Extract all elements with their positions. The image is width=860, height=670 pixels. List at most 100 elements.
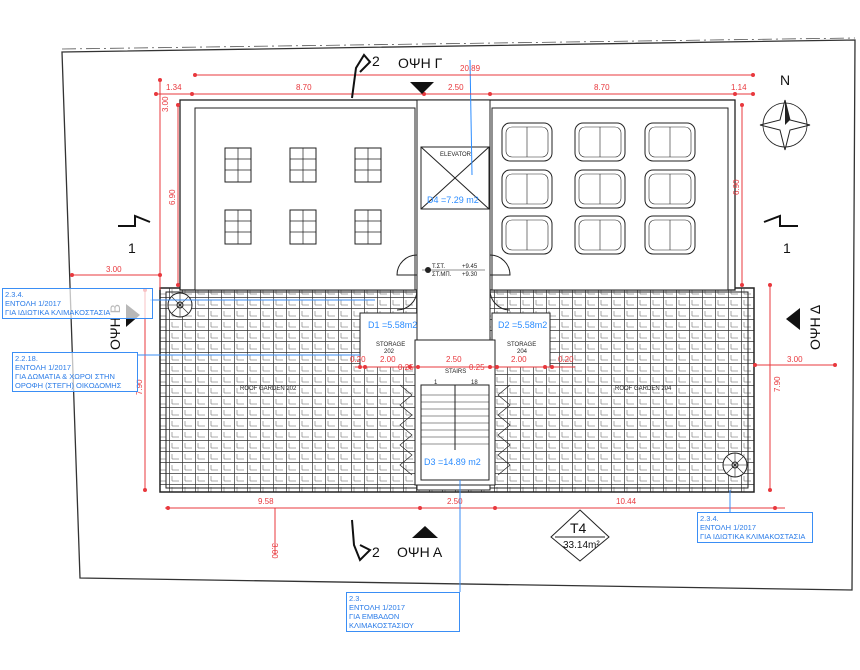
annotation-line: ΕΝΤΟΛΗ 1/2017 <box>700 523 757 532</box>
annotation-line: ΕΝΤΟΛΗ 1/2017 <box>5 299 62 308</box>
elevation-bottom-label: ΟΨΗ Α <box>397 544 443 560</box>
skylight-icon <box>644 169 696 209</box>
dim-storage-left-wall: 0.25 <box>398 363 414 372</box>
skylight-icon <box>354 147 382 183</box>
storage-204: D2 =5.58m2 STORAGE 204 <box>491 312 551 368</box>
skylight-icon <box>574 215 626 255</box>
section-2-label-bottom: 2 <box>372 544 380 560</box>
right-wing <box>491 107 729 291</box>
left-skylights <box>224 147 382 245</box>
skylight-icon <box>574 122 626 162</box>
right-skylights <box>501 122 696 255</box>
level-floor-label: ΣΤ.ΜΠ. <box>432 272 452 278</box>
skylight-icon <box>574 169 626 209</box>
dim-wing-height-left: 6.90 <box>168 189 177 205</box>
dim-bottom-left: 9.58 <box>258 497 274 506</box>
annotation-private-stairs-right: 2.3.4. ΕΝΤΟΛΗ 1/2017 ΓΙΑ ΙΔΙΩΤΙΚΑ ΚΛΙΜΑΚ… <box>697 512 813 543</box>
roof-garden-202-label: ROOF GARDEN 202 <box>240 386 297 392</box>
annotation-ref: 2.3. <box>349 594 362 603</box>
section-1-label-right: 1 <box>783 240 791 256</box>
skylight-icon <box>501 169 553 209</box>
dim-setback-right: 3.00 <box>787 355 803 364</box>
elevation-top-label: ΟΨΗ Γ <box>398 55 443 71</box>
dim-bottom-right: 10.44 <box>616 497 637 506</box>
storage-202: D1 =5.58m2 STORAGE 202 <box>359 312 418 368</box>
level-floor-value: +9.30 <box>462 272 478 278</box>
dim-storage-right-wall: 0.25 <box>469 363 485 372</box>
north-label: N <box>780 72 790 88</box>
roof-garden-204-label: ROOF GARDEN 204 <box>615 386 672 392</box>
annotation-stair-area: 2.3. ΕΝΤΟΛΗ 1/2017 ΓΙΑ ΕΜΒΑΔΟΝ ΚΛΙΜΑΚΟΣΤ… <box>346 592 460 632</box>
storage-204-area: D2 =5.58m2 <box>498 320 547 330</box>
skylight-icon <box>644 215 696 255</box>
skylight-icon <box>224 209 252 245</box>
skylight-icon <box>354 209 382 245</box>
annotation-line: ΓΙΑ ΙΔΙΩΤΙΚΑ ΚΛΙΜΑΚΟΣΤΑΣΙΑ <box>5 308 111 317</box>
dim-setback-left: 3.00 <box>106 265 122 274</box>
site-boundary <box>61 39 856 591</box>
dim-top-left-wing: 8.70 <box>296 83 312 92</box>
level-top-value: +9.45 <box>462 264 478 270</box>
dim-setback-bottom: 3.00 <box>270 543 279 559</box>
elevator: ELEVATOR D4 =7.29 m2 <box>420 146 490 210</box>
skylight-icon <box>644 122 696 162</box>
elevation-marker-bottom: 2 ΟΨΗ Α <box>351 519 443 562</box>
annotation-line: ΟΡΟΦΗ (ΣΤΕΓΗ) ΟΙΚΟΔΟΜΗΣ <box>15 381 122 390</box>
dim-bottom-core: 2.50 <box>447 497 463 506</box>
elevator-area: D4 =7.29 m2 <box>427 195 479 205</box>
annotation-line: ΓΙΑ ΕΜΒΑΔΟΝ <box>349 612 400 621</box>
dim-right-height: 7.90 <box>773 376 782 392</box>
spiral-stair-right-icon <box>722 452 748 478</box>
dimension-lines <box>70 73 837 555</box>
dim-top-right-offset: 1.14 <box>731 83 747 92</box>
north-arrow-icon: N <box>759 72 811 151</box>
dim-top-total: 20.89 <box>460 64 481 73</box>
dim-stairs-width: 2.50 <box>446 355 462 364</box>
storage-202-number: 202 <box>384 349 395 355</box>
section-1-label-left: 1 <box>128 240 136 256</box>
stair-first-step: 1 <box>434 380 438 386</box>
storage-202-area: D1 =5.58m2 <box>368 320 417 330</box>
spiral-stair-left-icon <box>167 292 193 318</box>
dim-top-left-offset: 1.34 <box>166 83 182 92</box>
annotation-line: ΓΙΑ ΙΔΙΩΤΙΚΑ ΚΛΙΜΑΚΟΣΤΑΣΙΑ <box>700 532 806 541</box>
dim-left-height: 7.90 <box>135 379 144 395</box>
dim-setback-top: 3.00 <box>161 96 170 112</box>
elevator-label: ELEVATOR <box>440 152 472 158</box>
dim-wing-height-right: 6.90 <box>732 179 741 195</box>
dim-storage-left-width: 2.00 <box>380 355 396 364</box>
annotation-line: ΕΝΤΟΛΗ 1/2017 <box>15 363 72 372</box>
dimension-labels: 20.89 1.34 8.70 2.50 8.70 1.14 9.58 2.50… <box>106 64 803 559</box>
storage-202-label: STORAGE <box>376 342 405 348</box>
dim-storage-right-width: 2.00 <box>511 355 527 364</box>
section-marker-left: 1 <box>118 214 151 256</box>
annotation-private-stairs-left: 2.3.4. ΕΝΤΟΛΗ 1/2017 ΓΙΑ ΙΔΙΩΤΙΚΑ ΚΛΙΜΑΚ… <box>2 288 153 319</box>
skylight-icon <box>224 147 252 183</box>
dim-top-right-wing: 8.70 <box>594 83 610 92</box>
annotation-line: ΓΙΑ ΔΩΜΑΤΙΑ & ΧΩΡΟΙ ΣΤΗΝ <box>15 372 115 381</box>
elevation-right-label: ΟΨΗ Δ <box>807 305 823 350</box>
section-marker-right: 1 <box>763 214 798 256</box>
skylight-icon <box>289 147 317 183</box>
stairs-area: D3 =14.89 m2 <box>424 457 481 467</box>
annotation-ref: 2.3.4. <box>5 290 24 299</box>
dim-top-core: 2.50 <box>448 83 464 92</box>
elevation-marker-right: ΟΨΗ Δ <box>786 305 823 350</box>
dim-storage-right-offset: 0.20 <box>558 355 574 364</box>
unit-tag: T4 33.14m² <box>550 509 610 562</box>
skylight-icon <box>501 215 553 255</box>
stairs: STAIRS 1 18 D3 =14.89 m2 <box>399 339 511 486</box>
unit-tag-area: 33.14m² <box>563 540 600 551</box>
annotation-line: ΚΛΙΜΑΚΟΣΤΑΣΙΟΥ <box>349 621 414 630</box>
section-2-label-top: 2 <box>372 53 380 69</box>
level-top-label: Τ.ΣΤ. <box>432 264 445 270</box>
storage-204-label: STORAGE <box>507 342 536 348</box>
annotation-roof-rooms: 2.2.18. ΕΝΤΟΛΗ 1/2017 ΓΙΑ ΔΩΜΑΤΙΑ & ΧΩΡΟ… <box>12 352 138 392</box>
stair-last-step: 18 <box>471 380 478 386</box>
annotation-ref: 2.3.4. <box>700 514 719 523</box>
left-wing <box>194 107 416 291</box>
stairs-label: STAIRS <box>445 369 466 375</box>
dim-storage-left-offset: 0.20 <box>350 355 366 364</box>
annotation-line: ΕΝΤΟΛΗ 1/2017 <box>349 603 406 612</box>
